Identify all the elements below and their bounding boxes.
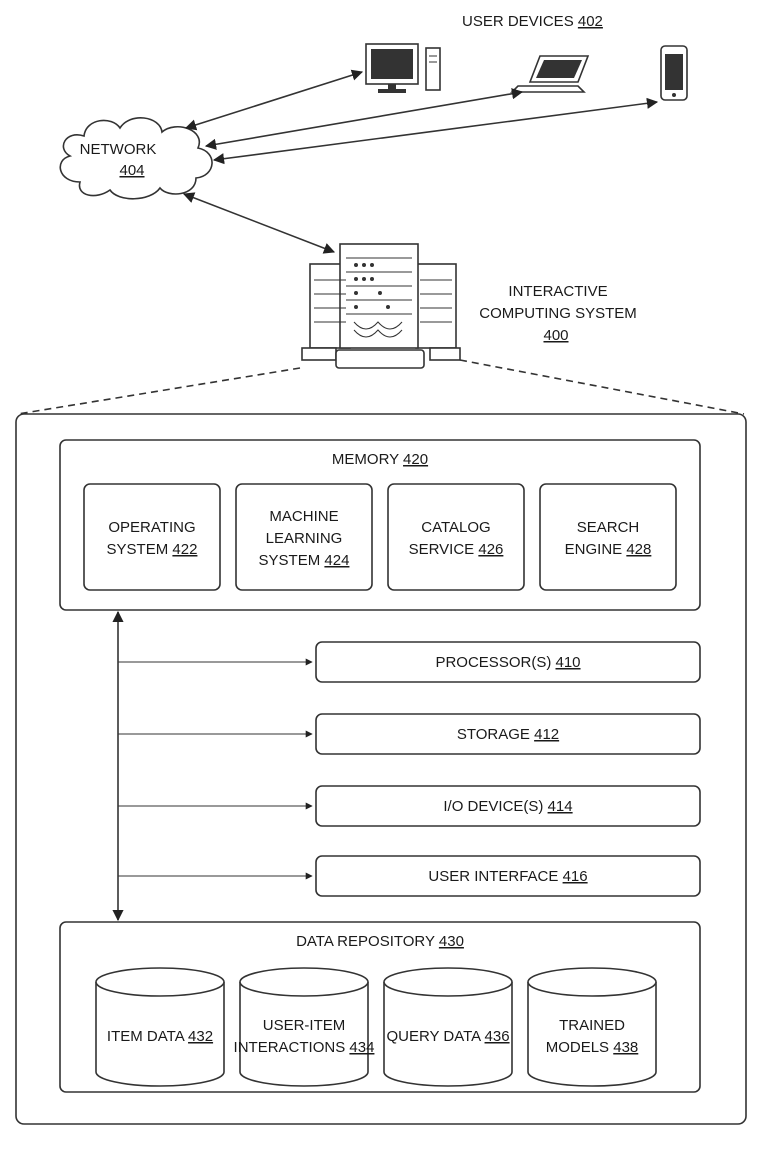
- data-store-label-line: MODELS 438: [546, 1039, 639, 1056]
- desktop-computer-icon: [365, 43, 441, 93]
- smartphone-icon: [660, 45, 688, 101]
- memory-module: SEARCH ENGINE 428: [539, 483, 677, 591]
- interactive-system-label: INTERACTIVE COMPUTING SYSTEM 400: [479, 283, 637, 344]
- component-box: I/O DEVICE(S) 414: [315, 785, 701, 827]
- data-store-label-line: USER-ITEM: [263, 1017, 346, 1034]
- component-label-line: USER INTERFACE 416: [428, 868, 587, 885]
- data-store-label-line: INTERACTIONS 434: [234, 1039, 375, 1056]
- memory-module: MACHINE LEARNING SYSTEM 424: [235, 483, 373, 591]
- memory-modules: OPERATING SYSTEM 422 MACHINE LEARNING SYSTEM…: [83, 483, 677, 591]
- memory-module: CATALOG SERVICE 426: [387, 483, 525, 591]
- memory-module-label-line: SYSTEM 424: [259, 552, 350, 569]
- svg-text:COMPUTING SYSTEM: COMPUTING SYSTEM: [479, 305, 637, 322]
- network-ref: 404: [119, 162, 144, 179]
- data-store-cylinder: TRAINED MODELS 438: [527, 967, 657, 1087]
- network-label: NETWORK: [80, 141, 157, 158]
- memory-module-label-line: MACHINE: [269, 508, 338, 525]
- memory-module-label-line: SYSTEM 422: [107, 541, 198, 558]
- zoom-line-left: [17, 367, 301, 415]
- memory-module-label-line: OPERATING: [108, 519, 195, 536]
- system-bus: [112, 610, 313, 922]
- data-store-label-line: QUERY DATA 436: [386, 1028, 509, 1045]
- component-box: PROCESSOR(S) 410: [315, 641, 701, 683]
- component-label-line: I/O DEVICE(S) 414: [443, 798, 572, 815]
- component-label-line: STORAGE 412: [457, 726, 559, 743]
- network-cloud: NETWORK 404: [59, 117, 213, 200]
- svg-text:INTERACTIVE: INTERACTIVE: [508, 283, 607, 300]
- component-box: USER INTERFACE 416: [315, 855, 701, 897]
- memory-module-label-line: CATALOG: [421, 519, 490, 536]
- data-store-label-line: ITEM DATA 432: [107, 1028, 213, 1045]
- memory-title: MEMORY 420: [332, 451, 428, 468]
- server-icon: [301, 243, 461, 369]
- data-store-cylinder: ITEM DATA 432: [95, 967, 225, 1087]
- laptop-icon: [510, 55, 590, 93]
- zoom-line-right: [459, 359, 745, 415]
- memory-module-label-line: SERVICE 426: [409, 541, 504, 558]
- memory-module-label-line: ENGINE 428: [565, 541, 652, 558]
- memory-module: OPERATING SYSTEM 422: [83, 483, 221, 591]
- memory-module-label-line: SEARCH: [577, 519, 640, 536]
- component-label-line: PROCESSOR(S) 410: [435, 654, 580, 671]
- user-devices-label: USER DEVICES 402: [462, 13, 603, 30]
- data-store-cylinder: USER-ITEM INTERACTIONS 434: [234, 967, 375, 1087]
- svg-text:400: 400: [543, 327, 568, 344]
- network-links: [182, 69, 659, 254]
- data-stores: ITEM DATA 432 USER-ITEM INTERACTIONS 434 QU…: [95, 967, 657, 1087]
- data-repository-title: DATA REPOSITORY 430: [296, 933, 464, 950]
- memory-module-label-line: LEARNING: [266, 530, 343, 547]
- data-store-label-line: TRAINED: [559, 1017, 625, 1034]
- component-box: STORAGE 412: [315, 713, 701, 755]
- data-store-cylinder: QUERY DATA 436: [383, 967, 513, 1087]
